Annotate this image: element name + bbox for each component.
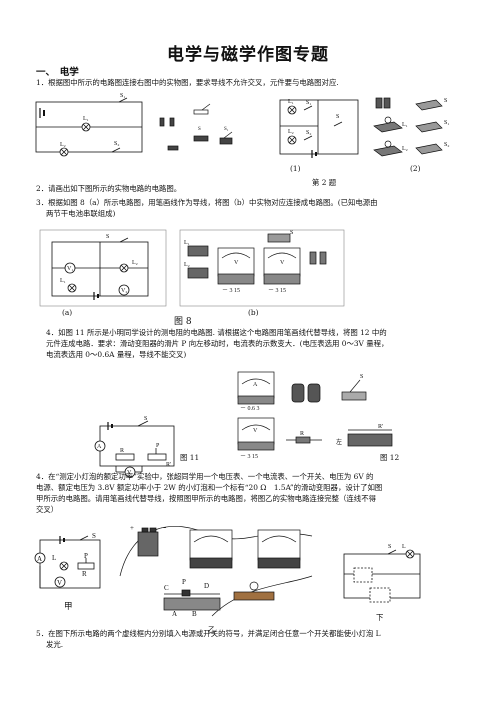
fig2-s: S [336, 114, 339, 120]
question-4b-line3: 甲所示的电路图。请用笔画线代替导线，按照图甲所示的电路图，将图乙的实物电路连接完… [36, 494, 376, 503]
fig2-caption: 第 2 题 [312, 178, 337, 187]
question-4a-line3: 电流表选用 0～0.6A 量程，导线不能交叉) [46, 350, 187, 359]
jia-s: S [92, 532, 96, 540]
fig2-phys-s2: S₂ [444, 142, 449, 148]
label-s2: S₂ [114, 141, 119, 147]
fig8b-s: S [290, 230, 293, 236]
fig11-v: V [127, 470, 132, 476]
q5-fig-label: 下 [376, 613, 384, 622]
fig2-s2: S₂ [306, 130, 311, 136]
fig8b-v1: V [234, 260, 239, 266]
fig8b-scale2: － 3 15 [268, 288, 286, 294]
fig8a-s: S [106, 234, 109, 240]
fig11-r: R [120, 448, 124, 454]
question-4a-line2: 元件连成电路．要求：滑动变阻器的滑片 P 向左移动时，电流表的示数变大．(电压表… [46, 339, 389, 348]
fig8-caption: 图 8 [174, 317, 192, 327]
fig12-physical: A V － 0.6 3 － 3 15 S R R' 左 [237, 371, 393, 460]
fig8b-l1: L₁ [184, 240, 190, 246]
question-3-line1: 3．根据如图 8（a）所示电路图，用笔画线作为导线，将图（b）中实物对应连接成电… [36, 198, 378, 207]
page-title: 电学与磁学作图专题 [167, 45, 329, 65]
yi-c: C [164, 584, 169, 592]
fig8b-label: (b) [248, 308, 259, 317]
fig12-scale-v: － 3 15 [240, 454, 258, 460]
question-4b-line4: 交叉） [36, 505, 59, 514]
fig8b-l2: L₂ [184, 262, 190, 268]
fig8b-scale1: － 3 15 [222, 288, 240, 294]
fig2-phys-s1: S₁ [444, 120, 449, 126]
jia-circuit: S A L P R V [34, 532, 101, 589]
fig2-sub2: (2) [410, 164, 421, 173]
question-2: 2．请画出如下图所示的实物电路的电路图。 [36, 184, 182, 193]
yi-a: A [172, 610, 177, 618]
fig12-a: A [253, 382, 258, 388]
fig8a-l2: L₂ [132, 260, 138, 266]
fig8b-physical: L₁ L₂ S V V － 3 15 － 3 15 [179, 229, 345, 307]
fig8b-v2: V [280, 260, 285, 266]
fig12-rp: R' [378, 424, 383, 430]
jia-label: 甲 [64, 602, 73, 612]
jia-a: A [37, 555, 42, 563]
yi-b: B [192, 610, 197, 618]
fig11-a: A [97, 444, 102, 450]
comp-label-s1: S₁ [224, 127, 229, 132]
q1-circuit-diagram: S₁ L₁ L₂ S₂ [35, 93, 143, 157]
yi-physical: + － C P D A B [119, 524, 313, 618]
jia-v: V [57, 579, 62, 587]
fig11-caption: 图 11 [180, 453, 200, 462]
fig12-s: S [360, 374, 363, 380]
q5-circuit: S L [343, 544, 421, 603]
fig12-left: 左 [336, 438, 342, 446]
question-4a-line1: 4．如图 11 所示是小明同学设计的测电阻的电路图. 请根据这个电路图用笔画线代… [46, 328, 387, 337]
fig2-circuit-1: L₁ S₁ L₂ S₂ S [279, 99, 359, 158]
jia-l: L [52, 554, 56, 562]
fig8a-label: (a) [62, 308, 73, 317]
question-4b-line2: 电源、额定电压为 3.8V 额定功率小于 2W 的小灯泡和一个标有“20 Ω 1… [36, 483, 383, 492]
fig2-l2: L₂ [288, 129, 294, 135]
q5-l: L [402, 544, 406, 550]
section-heading: 一、 电学 [36, 67, 79, 78]
label-s1: S₁ [120, 93, 125, 99]
question-3-line2: 两节干电池串联组成) [46, 209, 116, 218]
fig2-sub1: (1) [290, 164, 301, 173]
fig11-circuit: S A R P R' V [94, 416, 175, 478]
fig12-v: V [253, 428, 258, 434]
fig11-rp: R' [166, 462, 171, 468]
fig8a-v1: V₁ [67, 266, 73, 272]
jia-p: P [84, 552, 88, 560]
q5-s: S [388, 544, 391, 550]
yi-d: D [204, 582, 209, 590]
fig8a-l1: L₁ [60, 278, 66, 284]
fig2-phys-l2: L₂ [402, 146, 408, 152]
comp-label-s: S [198, 127, 201, 132]
fig11-s: S [144, 416, 147, 422]
label-l1: L₁ [83, 116, 89, 122]
fig12-r: R [300, 431, 304, 437]
fig2-phys-s: S [444, 98, 447, 104]
fig2-physical-2: S S₁ S₂ L₁ L₂ [373, 97, 449, 157]
question-5-line1: 5．在图下所示电路的两个虚线框内分别填入电源或开关的符号，并满足闭合任意一个开关… [36, 629, 381, 638]
fig8a-circuit: S V₁ L₂ L₁ V₂ [39, 229, 167, 307]
question-1: 1．根据图中所示的电路图连接右图中的实物图，要求导线不允许交叉，元件要与电路图对… [36, 78, 339, 87]
fig2-l1: L₁ [288, 99, 294, 105]
fig2-phys-l1: L₁ [402, 122, 408, 128]
yi-plus: + [130, 524, 134, 532]
fig2-s1: S₁ [306, 100, 311, 106]
fig8a-v2: V₂ [121, 288, 127, 294]
question-5-line2: 发光. [46, 640, 64, 649]
label-l2: L₂ [60, 142, 66, 148]
fig12-scale-a: － 0.6 3 [240, 406, 260, 412]
q1-physical-components: S S₁ [159, 103, 233, 151]
jia-r: R [82, 570, 87, 578]
yi-p: P [182, 578, 186, 586]
yi-label: 乙 [208, 625, 216, 634]
yi-minus: － [160, 524, 167, 532]
fig11-p: P [156, 443, 160, 449]
question-4b-line1: 4．在“测定小灯泡的额定功率”实验中，张超同学用一个电压表、一个电流表、一个开关… [36, 472, 374, 481]
fig12-caption: 图 12 [380, 453, 400, 462]
